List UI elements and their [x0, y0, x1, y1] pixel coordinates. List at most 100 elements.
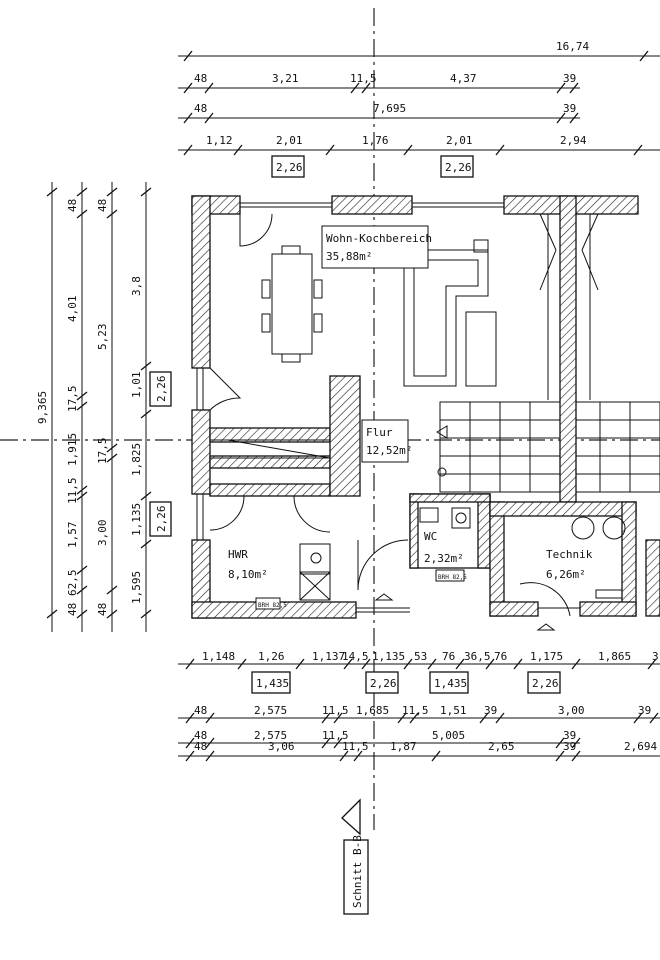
- dim-label: 1,175: [530, 650, 563, 663]
- dim-label: 39: [563, 102, 576, 115]
- dim-label: 1,825: [130, 443, 143, 476]
- dim-label: 1,26: [258, 650, 285, 663]
- bottom-window-boxes: 1,435 2,26 1,435 2,26: [251, 671, 561, 694]
- dim-label: 48: [96, 603, 109, 616]
- dim-label: 3,00: [96, 520, 109, 547]
- wall-wc-right: [477, 493, 491, 569]
- section-label-box: [343, 839, 369, 915]
- window-width-label: 2,26: [370, 677, 397, 690]
- room-area-wc: 2,32m²: [424, 552, 464, 565]
- window-width-label: 2,26: [532, 677, 559, 690]
- wall-technik-top: [489, 501, 637, 517]
- window-width-box: [149, 501, 172, 537]
- furniture: [261, 239, 626, 601]
- dim-total-width: 16,74: [556, 40, 589, 53]
- wall-right-edge: [645, 539, 660, 617]
- dim-label: 11,5: [66, 478, 79, 505]
- wall-wc-top: [409, 493, 491, 503]
- dim-label: 39: [563, 740, 576, 753]
- door-window-left: [209, 367, 242, 411]
- door-hwr-right: [293, 495, 331, 533]
- dim-label: 11,5: [322, 704, 349, 717]
- dim-label: 1,87: [390, 740, 417, 753]
- dim-label: 48: [194, 704, 207, 717]
- door-technik: [519, 582, 571, 617]
- dim-label: 1,685: [356, 704, 389, 717]
- room-area-technik: 6,26m²: [546, 568, 586, 581]
- dim-label: 1,137: [312, 650, 345, 663]
- dim-label: 1,148: [202, 650, 235, 663]
- brh-label: BRH 82,5: [438, 574, 467, 581]
- dim-label: 48: [194, 72, 207, 85]
- wall-technik-left: [489, 501, 505, 617]
- dim-label: 39: [638, 704, 651, 717]
- room-area-hwr: 8,10m²: [228, 568, 268, 581]
- door-entrance: [357, 539, 409, 591]
- washer: [299, 543, 331, 575]
- dim-label: 1,51: [440, 704, 467, 717]
- dim-label: 11,5: [322, 729, 349, 742]
- room-label-box: [361, 419, 409, 463]
- window-width-box: [440, 155, 474, 178]
- room-name-wc: WC: [424, 530, 437, 543]
- walls: [191, 195, 660, 619]
- dim-label: 1,915: [66, 433, 79, 466]
- dim-label: 4,01: [66, 296, 79, 323]
- dim-label: 48: [194, 740, 207, 753]
- dim-label: 48: [194, 102, 207, 115]
- section-marker: Schnitt B-B: [341, 798, 369, 915]
- door-hwr: [209, 495, 245, 531]
- dim-label: 2,01: [276, 134, 303, 147]
- dim-label: 11,5: [350, 72, 377, 85]
- dim-label: 1,01: [130, 372, 143, 399]
- dim-label: 2,65: [488, 740, 515, 753]
- window-width-label: 2,26: [155, 376, 168, 403]
- dim-label: 48: [96, 199, 109, 212]
- top-dimension-labels: 16,74 48 3,21 11,5 4,37 39 48 7,695 39 1…: [194, 40, 589, 147]
- window-width-box: [271, 155, 305, 178]
- dim-label: 3,06: [268, 740, 295, 753]
- dim-label: 48: [66, 603, 79, 616]
- brh-label: BRH 82,5: [258, 602, 287, 609]
- kitchen-island: [465, 311, 497, 387]
- window-width-label: 1,435: [256, 677, 289, 690]
- dim-label: 2,94: [560, 134, 587, 147]
- wall-top-mid: [331, 195, 413, 215]
- wall-technik-bottom: [489, 601, 539, 617]
- bottom-dimension-labels: 1,148 1,26 1,137 14,5 1,135 53 76 36,5 7…: [194, 650, 659, 753]
- dim-label: 5,005: [432, 729, 465, 742]
- dim-label: 36,5: [464, 650, 491, 663]
- wc-sink: [451, 507, 471, 529]
- window-width-box: [365, 671, 399, 694]
- wall-left-mid: [191, 409, 211, 495]
- top-dimensions: [178, 50, 660, 156]
- dim-label: 1,595: [130, 571, 143, 604]
- wall-stair-left: [329, 375, 361, 497]
- window-width-label: 2,26: [276, 161, 303, 174]
- window-width-label: 1,435: [434, 677, 467, 690]
- room-name-wohn: Wohn-Kochbereich: [326, 232, 432, 245]
- doors: [209, 213, 571, 617]
- dim-label: 48: [66, 199, 79, 212]
- dim-label: 2,01: [446, 134, 473, 147]
- window-width-label: 2,26: [445, 161, 472, 174]
- dim-label: 48: [194, 729, 207, 742]
- dim-label: 39: [563, 729, 576, 742]
- dim-label: 14,5: [342, 650, 369, 663]
- door-wohn-top: [239, 213, 273, 247]
- dim-total-height: 9,365: [36, 391, 49, 424]
- stairs: [209, 213, 660, 493]
- dim-label: 1,135: [372, 650, 405, 663]
- left-window-boxes: 2,26 2,26: [149, 371, 172, 537]
- top-window-boxes: 2,26 2,26: [271, 155, 474, 178]
- dim-label: 3,00: [558, 704, 585, 717]
- wall-left-upper: [191, 195, 211, 369]
- dim-label: 3: [652, 650, 659, 663]
- dim-label: 17,5: [66, 386, 79, 413]
- room-area-flur: 12,52m²: [366, 444, 412, 457]
- dim-label: 2,575: [254, 704, 287, 717]
- dim-label: 53: [414, 650, 427, 663]
- wall-hwr-top: [209, 483, 331, 497]
- window-width-box: [251, 671, 291, 694]
